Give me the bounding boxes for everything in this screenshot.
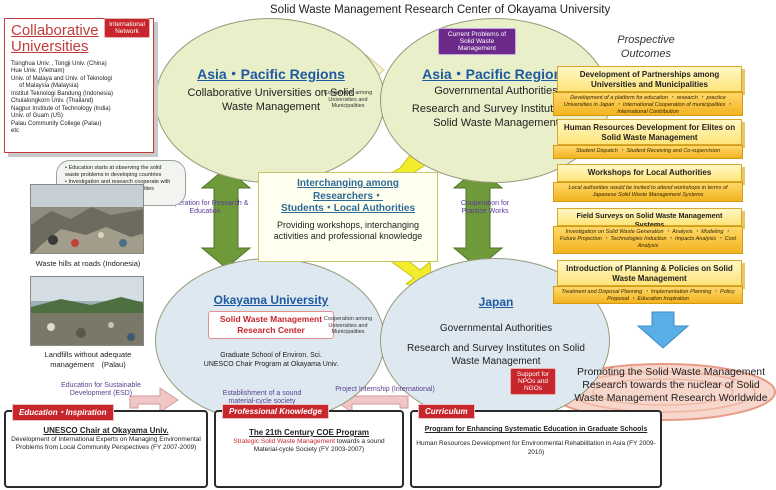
collab-item: Nagpur Institute of Technology (India) xyxy=(11,105,111,112)
circle-text: Governmental Authorities xyxy=(434,85,558,97)
internship-label: Project Internship (International) xyxy=(335,386,435,393)
circle-collaborative-universities: Asia・Pacific Regions Collaborative Unive… xyxy=(155,18,385,183)
bullet-item: • Education starts at observing the soli… xyxy=(65,165,162,178)
circle-text: Research and Survey Institutes on Solid … xyxy=(407,343,585,367)
research-center-line2: Research Center xyxy=(237,324,305,335)
region-label: Japan xyxy=(478,295,514,309)
region-label: Asia・Pacific Regions xyxy=(422,66,570,82)
interchange-box: Interchanging among Researchers・ Student… xyxy=(258,172,438,262)
collab-item: Palau Community College (Palau) xyxy=(11,120,102,127)
collab-item: Univ. of Guam (US) xyxy=(11,113,63,119)
outcome-human-resources-detail: Student Dispatch ・ Student Receiving and… xyxy=(553,145,743,159)
circle-text: Collaborative Universities on Solid Wast… xyxy=(187,87,355,113)
tag-curriculum: Curriculum xyxy=(418,404,475,419)
esd-label: Education for Sustainable Development (E… xyxy=(61,382,141,398)
collab-item: Hue Univ. (Vietnam) xyxy=(11,68,65,74)
collab-item: etc xyxy=(11,128,20,134)
current-problems-tag: Current Problems of Solid Waste Manageme… xyxy=(438,28,516,56)
okayama-sub2: UNESCO Chair Program at Okayama Univ. xyxy=(203,361,339,368)
collab-title-line1: Collaborative xyxy=(11,22,99,39)
landfill-photo xyxy=(30,276,144,346)
collab-item: Univ. of Malaya and Univ. of Teknologi xyxy=(11,75,113,82)
outcome-workshops: Workshops for Local Authorities xyxy=(557,164,742,182)
green-arrow-left xyxy=(200,167,252,269)
collab-title-line2: Universities xyxy=(11,37,89,55)
collab-item: Tsinghua Univ. , Tongji Univ. (China) xyxy=(11,60,107,67)
region-label: Asia・Pacific Regions xyxy=(197,66,345,82)
okayama-sub1: Graduate School of Environ. Sci. xyxy=(220,352,322,359)
outcome-planning-policies-detail: Treatment and Disposal Planning ・ Implem… xyxy=(553,286,743,304)
research-center-box: Solid Waste Management Research Center xyxy=(208,311,334,339)
tag-education-inspiration: Education・Inspiration xyxy=(12,404,114,421)
collab-item: Chulalongkorn Univ. (Thailand) xyxy=(11,98,94,104)
support-npos-tag: Support for NPOs and NGOs xyxy=(510,368,556,396)
coop-note-bottom: Cooperation among Universities and Munic… xyxy=(323,316,373,336)
graduate-program-box: Program for Enhancing Systematic Educati… xyxy=(410,410,662,488)
outcomes-title: Prospective Outcomes xyxy=(617,34,675,60)
blue-down-arrow xyxy=(636,311,690,349)
outcome-human-resources: Human Resources Development for Elites o… xyxy=(557,119,742,145)
outcome-planning-policies: Introduction of Planning & Policies on S… xyxy=(557,260,742,286)
circle-okayama-university: Okayama University Solid Waste Managemen… xyxy=(155,258,385,423)
interchange-title1: Interchanging among xyxy=(297,178,399,189)
promote-text: Promoting the Solid Waste Management Res… xyxy=(574,366,768,405)
unesco-title: UNESCO Chair at Okayama Univ. xyxy=(43,426,169,435)
photo-caption-2-line2: management (Palau) xyxy=(50,360,126,369)
international-network-tag: International Network xyxy=(104,18,150,39)
graduate-text: Human Resources Development for Environm… xyxy=(416,440,656,456)
circle-text: Research and Survey Institutes on Solid … xyxy=(411,103,581,129)
coe-text: Strategic Solid Waste Management towards… xyxy=(233,437,385,453)
outcome-field-surveys: Field Surveys on Solid Waste Management … xyxy=(557,208,742,229)
tag-professional-knowledge: Professional Knowledge xyxy=(222,404,329,419)
green-arrow-right xyxy=(452,167,504,269)
interchange-title3: Students・Local Authorities xyxy=(280,203,416,214)
outcome-workshops-detail: Local authorities would be invited to at… xyxy=(553,182,743,202)
unesco-chair-box: UNESCO Chair at Okayama Univ. Developmen… xyxy=(4,410,208,488)
material-cycle-label: Establishment of a sound material-cycle … xyxy=(222,390,302,406)
vert-label-left: Cooperation for Research & Education xyxy=(161,200,249,216)
page-title: Solid Waste Management Research Center o… xyxy=(270,4,611,16)
outcome-partnerships-detail: Development of a platform for education … xyxy=(553,92,743,116)
outcome-field-surveys-detail: Investigation on Solid Waste Generation … xyxy=(553,226,743,254)
interchange-title2: Researchers・ xyxy=(312,190,384,202)
photo-caption-2-line1: Landfills without adequate xyxy=(44,350,132,359)
photo-caption-1: Waste hills at roads (Indonesia) xyxy=(35,259,141,268)
pink-arrow-esd xyxy=(129,387,179,413)
waste-hills-photo xyxy=(30,184,144,254)
collab-item: Institut Teknologi Bandung (Indonesia) xyxy=(11,90,113,97)
region-label: Okayama University xyxy=(213,293,329,307)
unesco-text: Development of International Experts on … xyxy=(11,435,201,451)
graduate-title: Program for Enhancing Systematic Educati… xyxy=(424,426,648,433)
collab-item: of Malaysia (Malaysia) xyxy=(19,83,79,89)
circle-text: Governmental Authorities xyxy=(439,323,553,334)
research-center-line1: Solid Waste Management xyxy=(219,314,323,324)
collaborative-universities-box: Collaborative Universities Tsinghua Univ… xyxy=(4,18,154,153)
interchange-sub: Providing workshops, interchanging activ… xyxy=(273,219,423,241)
coe-program-box: The 21th Century COE Program Strategic S… xyxy=(214,410,404,488)
coe-title: The 21th Century COE Program xyxy=(248,428,370,437)
outcome-partnerships: Development of Partnerships among Univer… xyxy=(557,66,742,92)
vert-label-right: Cooperation for Practice Works xyxy=(460,200,510,216)
coop-note-top: Cooperation among Universities and Munic… xyxy=(323,90,373,110)
